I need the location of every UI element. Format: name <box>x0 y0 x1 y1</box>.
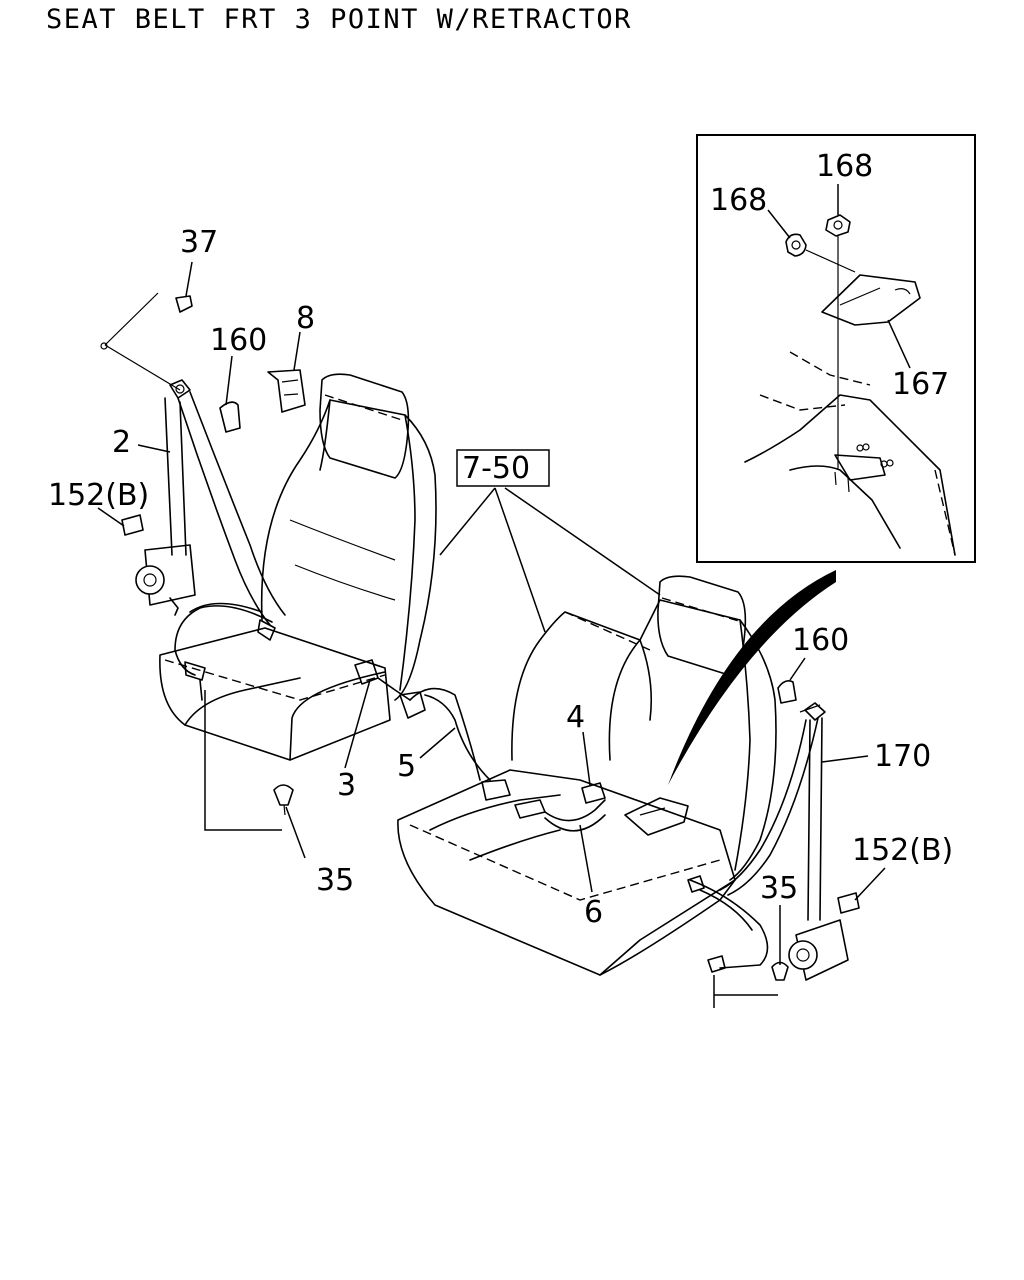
right-belt-assembly <box>687 680 860 981</box>
clip-35-left <box>273 784 294 816</box>
inset-pointer-arrow <box>668 570 836 785</box>
callout-3: 3 <box>337 768 356 803</box>
callout-152b-right: 152(B) <box>852 833 953 868</box>
callout-7-50-box <box>456 449 550 487</box>
callout-168-top: 168 <box>816 149 873 184</box>
leader-lines <box>97 184 911 1008</box>
left-belt-assembly <box>100 292 286 701</box>
callout-4: 4 <box>566 700 585 735</box>
detail-inset <box>696 134 976 563</box>
belt-6-buckle-4 <box>514 782 689 836</box>
callout-6: 6 <box>584 895 603 930</box>
callout-160-left: 160 <box>210 323 267 358</box>
callout-152b-left: 152(B) <box>48 478 149 513</box>
left-small-parts <box>219 369 306 433</box>
callout-35-left: 35 <box>316 863 354 898</box>
buckle-3 <box>354 659 426 719</box>
callout-8: 8 <box>296 301 315 336</box>
callout-167: 167 <box>892 367 949 402</box>
belt-5 <box>409 687 511 801</box>
callout-37: 37 <box>180 225 218 260</box>
callout-7-50: 7-50 <box>462 451 530 486</box>
callout-168-left: 168 <box>710 183 767 218</box>
callout-labels: 37 160 8 2 152(B) 7-50 3 5 35 4 6 160 17… <box>48 149 953 930</box>
callout-35-right: 35 <box>760 871 798 906</box>
callout-160-right: 160 <box>792 623 849 658</box>
callout-170: 170 <box>874 739 931 774</box>
callout-5: 5 <box>397 749 416 784</box>
diagram-title: SEAT BELT FRT 3 POINT W/RETRACTOR <box>46 4 632 35</box>
callout-2: 2 <box>112 425 131 460</box>
left-seat <box>159 373 437 761</box>
